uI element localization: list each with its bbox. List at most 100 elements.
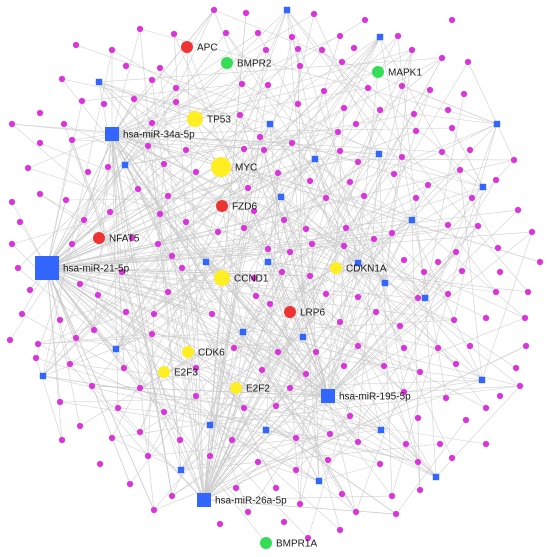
network-edge — [111, 133, 123, 273]
target-gene-node — [390, 170, 398, 178]
mirna-node — [408, 216, 416, 224]
network-edge — [61, 78, 207, 263]
network-edge — [467, 61, 515, 161]
target-gene-node — [58, 75, 66, 83]
network-edge — [79, 158, 316, 285]
network-edge — [46, 267, 357, 513]
network-edge — [111, 133, 307, 375]
network-edge — [71, 139, 182, 471]
network-edge — [157, 158, 316, 245]
node-mir21 — [35, 256, 59, 280]
mirna-node — [421, 294, 429, 302]
target-gene-node — [244, 184, 252, 192]
network-edge — [115, 57, 443, 350]
target-gene-node — [482, 440, 490, 448]
target-gene-node — [286, 248, 294, 256]
target-gene-node — [452, 248, 460, 256]
target-gene-node — [464, 58, 472, 66]
network-edge — [17, 9, 288, 269]
network-edge — [233, 347, 331, 435]
target-gene-node — [448, 16, 456, 24]
network-edge — [37, 333, 153, 345]
target-gene-node — [338, 58, 346, 66]
target-gene-node — [148, 330, 156, 338]
target-gene-node — [456, 166, 464, 174]
target-gene-node — [148, 119, 156, 127]
network-edge — [111, 87, 369, 135]
network-edge — [239, 48, 299, 116]
network-edge — [242, 319, 455, 333]
node-nfat5 — [93, 232, 105, 244]
network-edge — [203, 271, 283, 501]
unlabeled-nodes — [6, 6, 544, 542]
target-gene-node — [308, 240, 316, 248]
mirna-node — [121, 161, 129, 169]
network-edge — [115, 291, 169, 350]
network-edge — [327, 296, 359, 397]
network-edge — [111, 71, 379, 135]
target-gene-node — [442, 394, 450, 402]
network-edge — [35, 357, 63, 441]
target-gene-node — [354, 293, 362, 301]
target-gene-node — [26, 286, 34, 294]
target-gene-node — [90, 326, 98, 334]
node-mir26a — [197, 493, 211, 507]
network-edge — [111, 379, 483, 439]
target-gene-node — [376, 106, 384, 114]
network-edge — [117, 407, 205, 501]
network-edge — [111, 32, 259, 135]
target-gene-node — [150, 506, 158, 514]
target-gene-node — [182, 146, 190, 154]
network-edge — [121, 271, 267, 431]
target-gene-node — [136, 25, 144, 33]
node-label-mapk1: MAPK1 — [388, 68, 422, 79]
target-gene-node — [340, 242, 348, 250]
network-edge — [247, 142, 293, 189]
target-gene-node — [56, 316, 64, 324]
target-gene-node — [244, 508, 252, 516]
network-edge — [35, 357, 267, 431]
network-edge — [203, 49, 267, 501]
network-edge — [46, 225, 479, 269]
target-gene-node — [496, 268, 504, 276]
target-gene-node — [206, 452, 214, 460]
target-gene-node — [496, 392, 504, 400]
mirna-node — [354, 259, 362, 267]
target-gene-node — [100, 100, 108, 108]
network-edge — [69, 153, 380, 365]
node-e2f2 — [230, 382, 242, 394]
network-edge — [437, 347, 447, 399]
network-edge — [283, 219, 483, 381]
network-edge — [27, 133, 113, 169]
network-edge — [203, 296, 359, 501]
target-gene-node — [216, 520, 224, 528]
target-gene-node — [466, 342, 474, 350]
target-gene-node — [84, 168, 92, 176]
network-edge — [239, 114, 329, 397]
target-gene-node — [272, 402, 280, 410]
node-e2f3 — [158, 366, 170, 378]
target-gene-node — [492, 176, 500, 184]
network-edge — [424, 251, 457, 299]
target-gene-node — [292, 434, 300, 442]
node-label-lrp6: LRP6 — [300, 308, 325, 319]
mirna-node — [277, 193, 285, 201]
network-edge — [98, 81, 223, 279]
network-edge — [124, 164, 307, 375]
target-gene-node — [492, 288, 500, 296]
network-edge — [286, 9, 529, 293]
target-gene-node — [280, 216, 288, 224]
network-edge — [242, 271, 283, 333]
target-gene-node — [108, 46, 116, 54]
network-edge — [291, 142, 320, 482]
network-edge — [111, 133, 277, 489]
node-fzd6 — [216, 200, 228, 212]
target-gene-node — [168, 252, 176, 260]
network-edge — [93, 237, 133, 331]
network-edge — [291, 142, 359, 163]
mirna-node — [315, 477, 323, 485]
network-edge — [159, 67, 426, 299]
network-edge — [42, 114, 241, 377]
network-edge — [151, 333, 317, 353]
network-edge — [380, 371, 421, 431]
